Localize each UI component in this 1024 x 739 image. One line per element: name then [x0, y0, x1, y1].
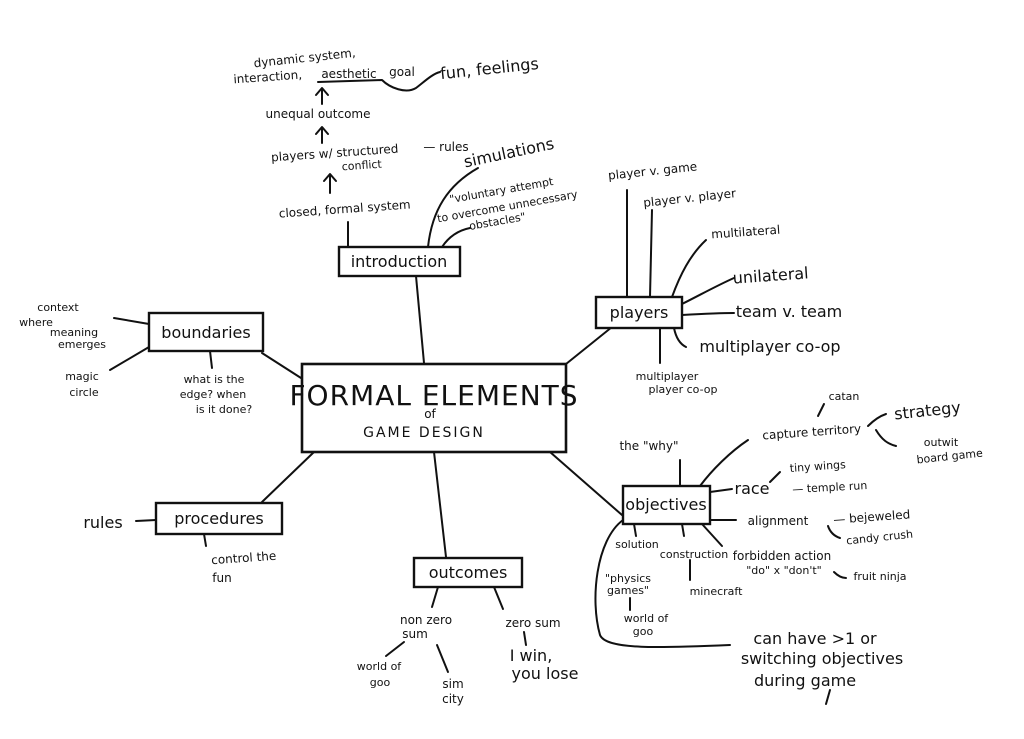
forbidden-text-2: "do" x "don't" — [746, 564, 821, 577]
dynamic-system-text-2a: interaction, — [233, 68, 303, 87]
introduction-node — [337, 245, 462, 278]
switch-objectives-text-3: during game — [754, 671, 856, 690]
outcomes-branch: outcomes non zero sum world of goo sim c… — [357, 556, 579, 706]
objectives-branch: objectives the "why" capture territory c… — [594, 390, 984, 705]
control-fun-text-1: control the — [211, 549, 277, 568]
switch-objectives-text-2: switching objectives — [741, 649, 903, 668]
capture-territory-text: capture territory — [762, 422, 862, 443]
procedures-node — [154, 501, 284, 536]
magic-circle-text-2: circle — [69, 386, 98, 399]
nonzero-sum-text-1: non zero — [400, 613, 452, 627]
objectives-label: objectives — [625, 495, 706, 514]
outcomes-label: outcomes — [429, 563, 508, 582]
players-structured-text-2: conflict — [341, 158, 383, 174]
fruit-ninja-text: fruit ninja — [853, 570, 906, 583]
outcomes-node — [412, 556, 524, 589]
context-text-4: emerges — [58, 338, 106, 351]
center-subtitle: GAME DESIGN — [363, 425, 485, 441]
procedures-rules-text: rules — [83, 513, 122, 532]
solution-text-2: "physics — [605, 572, 651, 585]
solution-text-1: solution — [615, 538, 659, 551]
closed-formal-text: closed, formal system — [278, 197, 411, 220]
construction-text: construction — [660, 548, 728, 561]
players-item-5: team v. team — [736, 302, 843, 321]
players-item-6: multiplayer co-op — [699, 337, 840, 356]
world-of-goo-text-2: goo — [370, 676, 391, 689]
context-text-3: meaning — [50, 326, 98, 339]
temple-run-text: — temple run — [792, 479, 868, 496]
edge-text-1: what is the — [184, 373, 245, 386]
race-text: race — [734, 479, 769, 498]
context-text-1: context — [37, 301, 79, 314]
nonzero-sum-text-2: sum — [402, 627, 428, 641]
sim-city-text-1: sim — [442, 677, 463, 691]
control-fun-text-2: fun — [212, 571, 231, 585]
strategy-text: strategy — [893, 398, 961, 424]
players-item-4: unilateral — [732, 263, 809, 287]
outwit-text-2: board game — [916, 447, 984, 467]
i-win-text-2: you lose — [512, 664, 579, 683]
dynamic-system-text-2c: goal — [389, 65, 415, 79]
players-item-2: player v. player — [643, 186, 737, 210]
solution-text-3: games" — [607, 584, 649, 597]
procedures-label: procedures — [174, 509, 264, 528]
procedures-branch: procedures rules control the fun — [83, 501, 284, 585]
switch-objectives-text-1: can have >1 or — [753, 629, 877, 648]
minecraft-text: minecraft — [690, 585, 744, 598]
players-coop-text-2: player co-op — [649, 383, 718, 396]
outwit-text-1: outwit — [924, 436, 959, 449]
players-item-3: multilateral — [711, 223, 781, 242]
candy-crush-text: candy crush — [846, 528, 914, 548]
solution-text-4: world of — [624, 612, 670, 625]
connectors — [261, 275, 623, 558]
edge-text-3: is it done? — [196, 403, 253, 416]
players-coop-text-1: multiplayer — [636, 370, 699, 383]
sim-city-text-2: city — [442, 692, 464, 706]
center-of: of — [424, 407, 436, 421]
solution-text-5: goo — [633, 625, 654, 638]
dynamic-system-text-2b: aesthetic — [321, 67, 376, 81]
zero-sum-text: zero sum — [505, 616, 560, 630]
i-win-text-1: I win, — [510, 646, 553, 665]
world-of-goo-text-1: world of — [357, 660, 403, 673]
boundaries-branch: boundaries context where meaning emerges… — [19, 301, 265, 416]
fun-feelings-text: fun, feelings — [439, 54, 539, 83]
players-node — [594, 295, 684, 330]
forbidden-text-1: forbidden action — [733, 549, 831, 563]
boundaries-label: boundaries — [161, 323, 250, 342]
tiny-wings-text: tiny wings — [789, 458, 846, 475]
the-why-text: the "why" — [619, 439, 678, 453]
objectives-node — [621, 484, 712, 526]
context-text-2: where — [19, 316, 53, 329]
rules-text: — rules — [423, 140, 468, 154]
players-item-1: player v. game — [607, 159, 697, 182]
bejeweled-text: — bejeweled — [833, 507, 911, 526]
introduction-branch: introduction closed, formal system playe… — [233, 46, 579, 278]
players-label: players — [610, 303, 669, 322]
catan-text: catan — [829, 390, 860, 403]
center-title: FORMAL ELEMENTS — [289, 379, 578, 412]
edge-text-2: edge? when — [180, 388, 247, 401]
center-node: FORMAL ELEMENTS of GAME DESIGN — [289, 362, 578, 454]
simulations-text: simulations — [462, 134, 556, 172]
magic-circle-text-1: magic — [65, 370, 99, 383]
unequal-outcome-text: unequal outcome — [266, 107, 371, 121]
boundaries-node — [147, 311, 265, 353]
players-branch: players player v. game player v. player … — [594, 159, 843, 396]
introduction-label: introduction — [351, 252, 448, 271]
alignment-text: alignment — [748, 514, 809, 528]
